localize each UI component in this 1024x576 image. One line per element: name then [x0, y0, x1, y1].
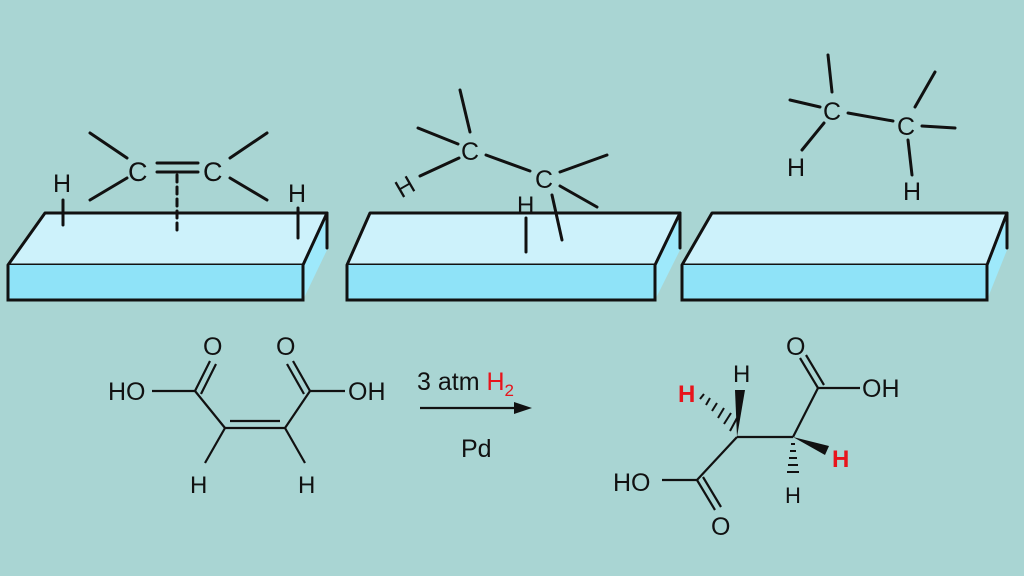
hydrogen-label: H [390, 171, 420, 204]
hydrogen-label: H [53, 170, 71, 198]
hydrogen-label: H [517, 192, 534, 219]
reaction-arrow: 3 atm H2 Pd [417, 368, 532, 463]
hydroxyl-label: HO [108, 378, 146, 406]
oxygen-label: O [276, 333, 295, 361]
oxygen-label: O [711, 513, 730, 541]
carbon-label: C [128, 157, 148, 187]
adsorbed-alkene: C C H H [53, 131, 306, 240]
hydrogen-label: H [190, 472, 207, 499]
hydrogen-label: H [733, 361, 750, 388]
hydrogen-label: H [785, 483, 801, 508]
oxygen-label: O [786, 333, 805, 361]
catalyst-surface-2 [345, 211, 682, 302]
added-hydrogen-label: H [832, 446, 849, 473]
carbon-label: C [535, 166, 553, 194]
catalyst-label: Pd [461, 435, 492, 463]
hydroxyl-label: HO [613, 469, 651, 497]
succinic-acid-product: H H HO O O OH H H [613, 333, 900, 541]
conditions-label: 3 atm H2 [417, 368, 514, 400]
hydrogen-label: H [288, 180, 306, 208]
hydroxyl-label: OH [348, 378, 386, 406]
carbon-label: C [897, 113, 915, 141]
hydrogen-label: H [903, 178, 921, 206]
hydroxyl-label: OH [862, 375, 900, 403]
maleic-acid: HO O H H O OH [108, 333, 386, 499]
carbon-label: C [461, 138, 479, 166]
oxygen-label: O [203, 333, 222, 361]
hydrogen-label: H [787, 154, 805, 182]
added-hydrogen-label: H [678, 381, 695, 408]
desorbing-alkane: C C H H [787, 53, 957, 206]
carbon-label: C [823, 98, 841, 126]
carbon-label: C [203, 157, 223, 187]
hydrogen-label: H [298, 472, 315, 499]
catalyst-surface-3 [680, 211, 1009, 302]
catalyst-surface-1 [6, 211, 329, 302]
